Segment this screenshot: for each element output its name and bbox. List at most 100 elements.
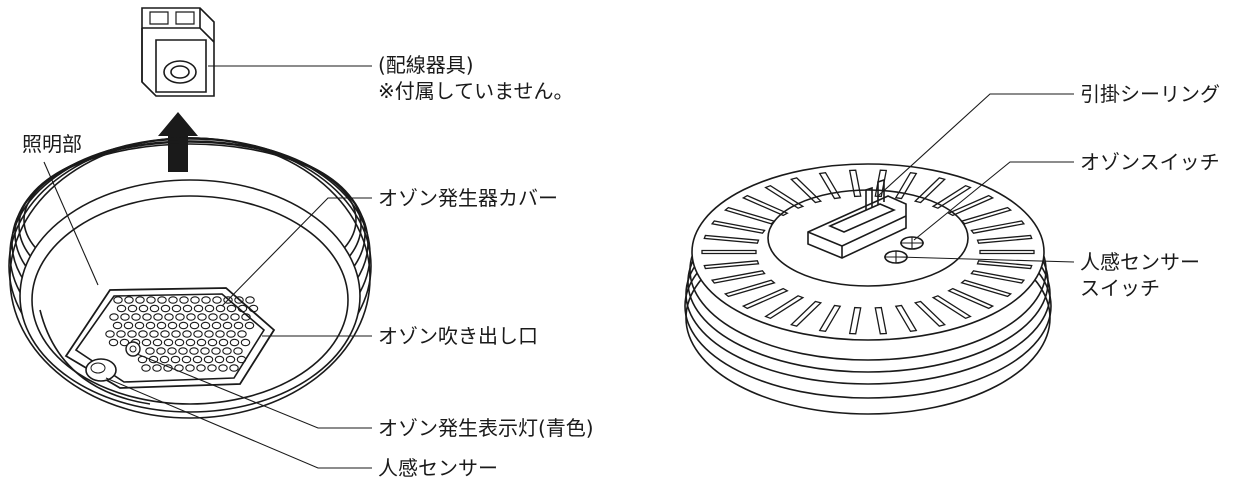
vent-hole [178,347,188,355]
vent-slot [818,171,842,200]
vent-hole [196,338,207,347]
vent-hole [112,321,123,330]
vent-hole [124,296,134,304]
vent-slot [874,306,888,335]
vent-hole [152,364,162,372]
outlet-label: オゾン吹き出し口 [378,324,538,348]
right-device [684,93,1075,415]
vent-hole [182,304,193,313]
vent-hole [145,347,155,355]
vent-slot [710,270,766,284]
sensor-switch-label-2: スイッチ [1080,276,1160,300]
vent-hole [186,313,196,321]
sensor-switch-label-1: 人感センサー [1080,250,1200,274]
vent-hole [123,321,134,330]
vent-slot [913,177,946,204]
vent-hole [215,330,225,338]
vent-hole [120,313,130,321]
vent-hole [171,330,181,338]
indicator-label: オゾン発生表示灯(青色) [378,416,594,440]
vent-hole [182,330,192,338]
vent-slot [960,279,1013,298]
vent-slot [764,184,805,209]
vent-hole [167,347,177,355]
vent-slot [723,279,776,298]
vent-hole [127,330,137,338]
vent-hole [207,338,218,347]
left-leader-lines [43,65,372,469]
vent-hole [196,364,206,372]
vent-hole [116,304,127,313]
vent-hole [174,338,185,347]
vent-hole [226,304,237,313]
vent-hole [113,296,123,304]
vent-hole [159,355,170,364]
vent-hole [204,304,215,313]
vent-hole [190,296,200,304]
vent-hole [248,304,259,313]
vent-hole [171,304,182,313]
vent-hole [152,338,163,347]
vent-hole [218,338,229,347]
vent-hole [207,364,217,372]
vent-hole [197,313,207,321]
vent-hole [163,338,174,347]
wiring-fixture-icon [141,7,215,97]
vent-slot [703,234,760,244]
vent-hole [135,296,145,304]
vent-slot [790,300,823,327]
vent-hole [237,304,248,313]
ceiling-label: 引掛シーリング [1080,82,1220,106]
vent-hole [225,355,236,364]
vent-hole [193,330,203,338]
vent-slot [848,169,862,198]
vent-hole [214,355,225,364]
vent-hole [170,355,181,364]
left-device [8,7,372,469]
ozone-switch-label: オゾンスイッチ [1080,150,1220,174]
vent-hole [181,355,192,364]
vent-hole [203,355,214,364]
vent-hole [230,313,240,321]
vent-hole [211,321,222,330]
vent-hole [141,338,152,347]
vent-hole [200,347,210,355]
vent-hole [189,321,200,330]
vent-hole [185,364,195,372]
vent-slot [976,234,1033,244]
vent-slot [764,295,805,320]
sensor-label: 人感センサー [378,456,498,480]
cover-label: オゾン発生器カバー [378,186,558,210]
vent-hole [164,313,174,321]
vent-hole [223,296,233,304]
vent-slot [947,287,995,310]
right-leader-lines [877,93,1075,263]
vent-hole [145,321,156,330]
vent-hole [226,330,236,338]
vent-hole [208,313,218,321]
vent-hole [175,313,185,321]
vent-slot [741,287,789,310]
vent-slot [741,194,789,217]
vent-hole [178,321,189,330]
vent-slot [979,249,1035,255]
vent-hole [212,296,222,304]
vent-hole [229,364,239,372]
ozone-switch-icon [900,236,924,250]
human-sensor-icon [85,358,117,382]
vent-slot [931,295,972,320]
fixture-label: (配線器具) [378,53,474,77]
vent-hole [189,347,199,355]
vent-hole [138,330,148,338]
ceiling-socket-icon [807,178,907,259]
vent-hole [193,304,204,313]
vent-hole [105,330,115,338]
vent-hole [215,304,226,313]
vent-hole [108,338,119,347]
vent-slot [818,304,842,333]
ozone-cover [64,287,276,389]
vent-hole [179,296,189,304]
vent-hole [222,321,233,330]
vent-slot [701,249,757,255]
vent-hole [219,313,229,321]
